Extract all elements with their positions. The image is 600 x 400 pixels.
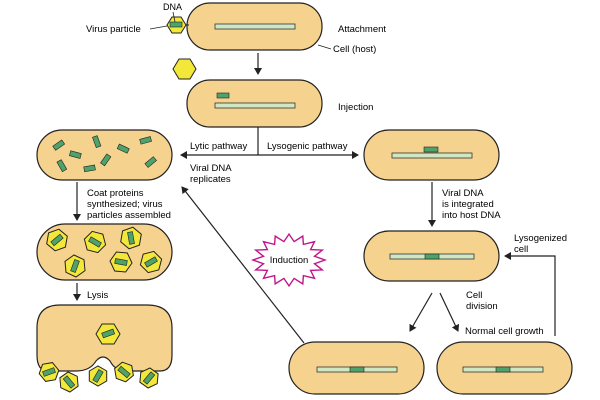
label-lytic-pathway: Lytic pathway [190,141,247,152]
label-cell-host: Cell (host) [333,44,376,55]
virus-particle [64,254,86,278]
cell-lysed [36,304,173,372]
cell-lytic-replication [36,129,173,181]
label-lysogenic-pathway: Lysogenic pathway [267,141,348,152]
induction-starburst: Induction [250,232,328,288]
cell-attachment [186,2,323,51]
virus-particle [120,226,142,250]
virus-particle [38,362,60,382]
arrow-induction [181,186,305,344]
cell-daughter-right [436,341,573,395]
released-virus-particles [38,361,159,393]
leader-virus-particle [149,25,168,30]
host-dna [214,23,296,30]
leader-dna [172,11,176,23]
label-cell-division: Cell division [466,290,498,312]
label-viral-dna-integrated: Viral DNA is integrated into host DNA [442,188,501,221]
host-dna [214,102,296,109]
virus-particle [46,228,68,252]
label-injection: Injection [338,102,373,113]
label-virus-particle: Virus particle [86,24,141,35]
virus-particle [109,251,133,273]
viral-dna [216,92,230,99]
label-lysis: Lysis [87,290,109,301]
virus-particle [139,250,163,274]
cell-daughter-left [288,341,425,395]
integrated-viral-dna [424,253,440,260]
label-coat-proteins: Coat proteins synthesized; virus particl… [87,188,171,221]
assembled-virus-particles [46,226,163,278]
viral-dna [423,146,439,153]
label-lysogenized-cell: Lysogenized cell [514,233,570,255]
label-dna: DNA [163,2,182,12]
host-dna [391,152,473,159]
leader-cell-host [317,44,332,50]
arrow-division-left [409,292,433,332]
cell-lysogenized [363,230,500,282]
virus-particle [83,230,107,254]
virus-particle [114,361,134,383]
label-attachment: Attachment [338,24,386,35]
label-induction: Induction [270,255,309,266]
virus-particle [139,367,159,389]
arrow-normal-growth-loop [504,252,556,336]
virus-particle [88,365,108,387]
cell-injection [186,79,323,128]
cell-lysogenic-adjacent [363,129,500,181]
arrow-division-right [439,292,460,332]
label-viral-dna-replicates: Viral DNA replicates [190,163,234,185]
empty-virus-capsid [172,58,197,80]
virus-particle [59,371,79,393]
virus-particle-attached [166,16,189,34]
label-normal-cell-growth: Normal cell growth [465,326,544,337]
